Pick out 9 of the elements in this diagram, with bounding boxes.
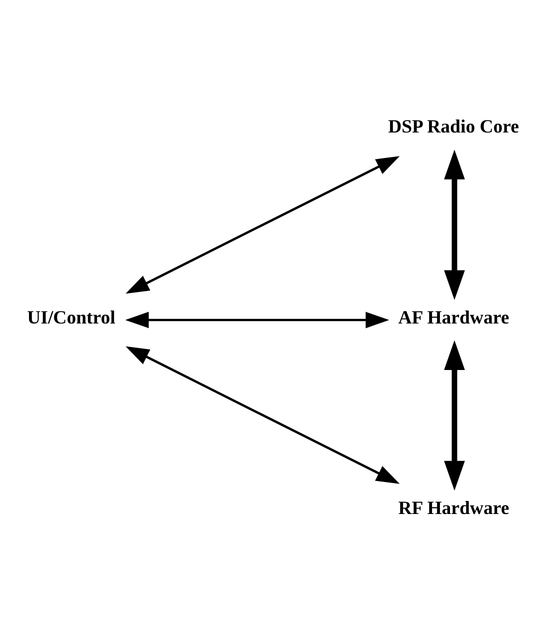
node-text: UI/Control xyxy=(27,307,116,328)
arrow xyxy=(126,156,400,294)
arrow xyxy=(125,312,390,328)
node-text: DSP Radio Core xyxy=(388,116,519,138)
arrow xyxy=(444,150,465,300)
arrow xyxy=(126,346,400,484)
node-text: RF Hardware xyxy=(398,498,510,519)
node-text: AF Hardware xyxy=(398,307,510,328)
arrow xyxy=(444,340,465,491)
